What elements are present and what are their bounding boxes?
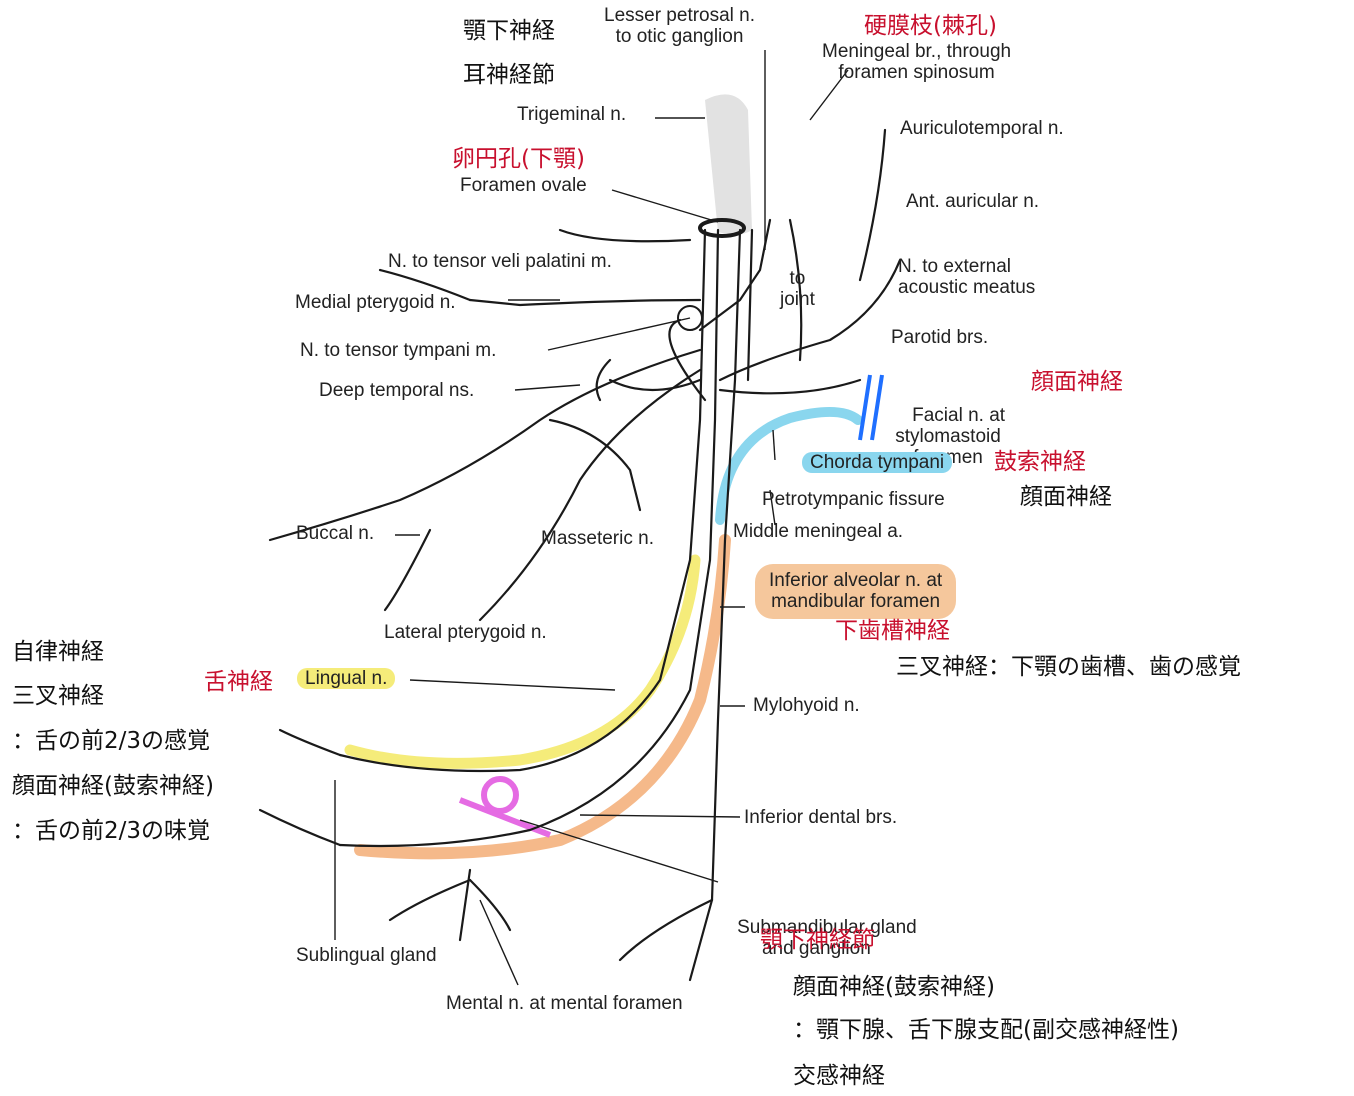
jp-alveolar: 下歯槽神経	[835, 618, 950, 644]
alveolar-highlight-orange	[354, 534, 731, 860]
submandibular-text: Submandibular gland and ganglion	[737, 916, 917, 959]
jp-tongue-taste: ：舌の前2/3の味覚	[12, 818, 211, 844]
submandibular-ganglion-ring	[481, 776, 519, 814]
label-ant-auricular: Ant. auricular n.	[906, 191, 1040, 212]
label-buccal: Buccal n.	[296, 523, 375, 544]
label-chorda-tympani: Chorda tympani	[802, 452, 953, 474]
jp-foramen-ovale: 卵円孔(下顎)	[452, 146, 585, 172]
lingual-highlight-yellow	[344, 554, 701, 769]
label-mylohyoid: Mylohyoid n.	[753, 695, 860, 716]
jp-submandibular: 顎下神経節	[760, 927, 875, 953]
jp-chorda: 鼓索神経	[994, 449, 1086, 475]
label-inferior-alveolar: Inferior alveolar n. at mandibular foram…	[755, 564, 957, 619]
label-tensor-tympani: N. to tensor tympani m.	[300, 340, 497, 361]
jp-gland-note: ：顎下腺、舌下腺支配(副交感神経性)	[793, 1017, 1179, 1043]
foramen-ovale-ring	[698, 218, 746, 238]
otic-ganglion	[677, 305, 703, 331]
label-tensor-veli: N. to tensor veli palatini m.	[388, 251, 612, 272]
label-masseteric: Masseteric n.	[541, 528, 654, 549]
label-medial-pterygoid: Medial pterygoid n.	[295, 292, 456, 313]
chorda-highlight-cyan	[715, 406, 863, 525]
jp-chorda-sub: 顔面神経	[1020, 484, 1112, 510]
label-lesser-petrosal: Lesser petrosal n. to otic ganglion	[604, 5, 756, 48]
label-lingual: Lingual n.	[297, 668, 396, 690]
label-meningeal: Meningeal br., through foramen spinosum	[822, 41, 1012, 84]
submandibular-highlight	[716, 875, 944, 897]
submandibular-highlight-magenta	[458, 797, 552, 838]
label-to-joint: to joint	[780, 268, 815, 311]
label-mental: Mental n. at mental foramen	[446, 993, 683, 1014]
jp-autonomic: 自律神経	[12, 639, 104, 665]
jp-meningeal: 硬膜枝(棘孔)	[864, 13, 997, 39]
label-trigeminal: Trigeminal n.	[517, 104, 627, 125]
jp-facial: 顔面神経	[1031, 369, 1123, 395]
label-petrotympanic: Petrotympanic fissure	[762, 489, 945, 510]
label-deep-temporal: Deep temporal ns.	[319, 380, 475, 401]
jp-mandibular-nerve: 顎下神経	[463, 18, 555, 44]
trigeminal-ganglion-shade	[705, 94, 752, 235]
label-middle-meningeal: Middle meningeal a.	[733, 521, 904, 542]
jp-facial-chorda: 顔面神経(鼓索神経)	[12, 773, 214, 799]
label-inferior-dental: Inferior dental brs.	[744, 807, 898, 828]
facial-nerve-blue	[858, 374, 884, 441]
jp-tongue-sense: ：舌の前2/3の感覚	[12, 728, 211, 754]
label-foramen-ovale: Foramen ovale	[460, 175, 587, 196]
jp-lingual: 舌神経	[204, 669, 273, 695]
label-parotid: Parotid brs.	[891, 327, 989, 348]
jp-sympathetic: 交感神経	[793, 1063, 885, 1089]
label-sublingual: Sublingual gland	[296, 945, 437, 966]
label-submandibular: Submandibular gland and ganglion	[716, 874, 944, 980]
facial-highlight	[893, 364, 987, 386]
jp-alveolar-note: 三叉神経：下顎の歯槽、歯の感覚	[896, 654, 1241, 680]
jp-facial-chorda-2: 顔面神経(鼓索神経)	[793, 974, 995, 1000]
label-auriculotemporal: Auriculotemporal n.	[900, 118, 1064, 139]
leader-lines	[334, 50, 849, 986]
jp-trigeminal: 三叉神経	[12, 683, 104, 709]
jp-otic-ganglion: 耳神経節	[463, 62, 555, 88]
label-lateral-pterygoid: Lateral pterygoid n.	[384, 622, 547, 643]
label-external-acoustic: N. to external acoustic meatus	[898, 256, 1036, 299]
